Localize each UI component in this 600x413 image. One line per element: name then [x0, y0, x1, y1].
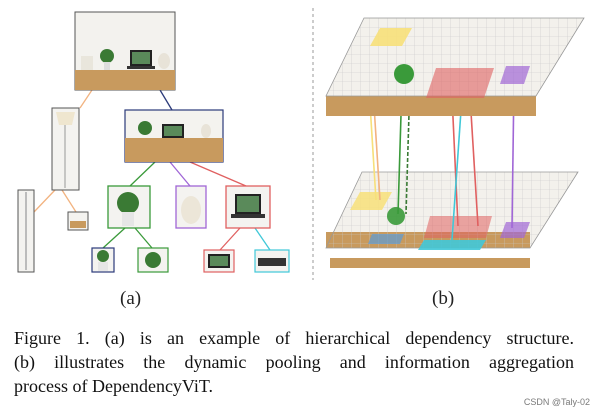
caption-line-3: process of DependencyViT. — [14, 376, 214, 396]
caption-line-1: Figure 1. (a) is an example of hierarchi… — [14, 328, 574, 348]
figure-caption: Figure 1. (a) is an example of hierarchi… — [14, 326, 574, 398]
panel-b-label: (b) — [432, 288, 455, 309]
leaves-crop — [137, 247, 169, 273]
lamp-base-crop — [67, 211, 89, 231]
lamp-crop — [51, 107, 80, 191]
figure-1-illustration — [17, 8, 585, 280]
panel-a-hierarchy — [17, 11, 290, 273]
table-crop — [124, 109, 224, 163]
laptop-crop — [225, 185, 271, 229]
panel-b-layers — [325, 17, 585, 268]
bottom-layer — [325, 171, 579, 268]
lamp-pole-crop — [17, 189, 35, 273]
plant-crop — [107, 185, 151, 229]
screen-crop — [203, 249, 235, 273]
panel-a-label: (a) — [120, 288, 142, 309]
top-layer — [325, 17, 585, 116]
keyboard-crop — [254, 249, 290, 273]
root-image — [74, 11, 176, 91]
vase-crop — [175, 185, 207, 229]
csdn-watermark: CSDN @Taly-02 — [523, 397, 590, 407]
caption-line-2: (b) illustrates the dynamic pooling and … — [14, 352, 574, 372]
pot-crop — [91, 247, 115, 273]
tree-connectors — [33, 89, 271, 251]
